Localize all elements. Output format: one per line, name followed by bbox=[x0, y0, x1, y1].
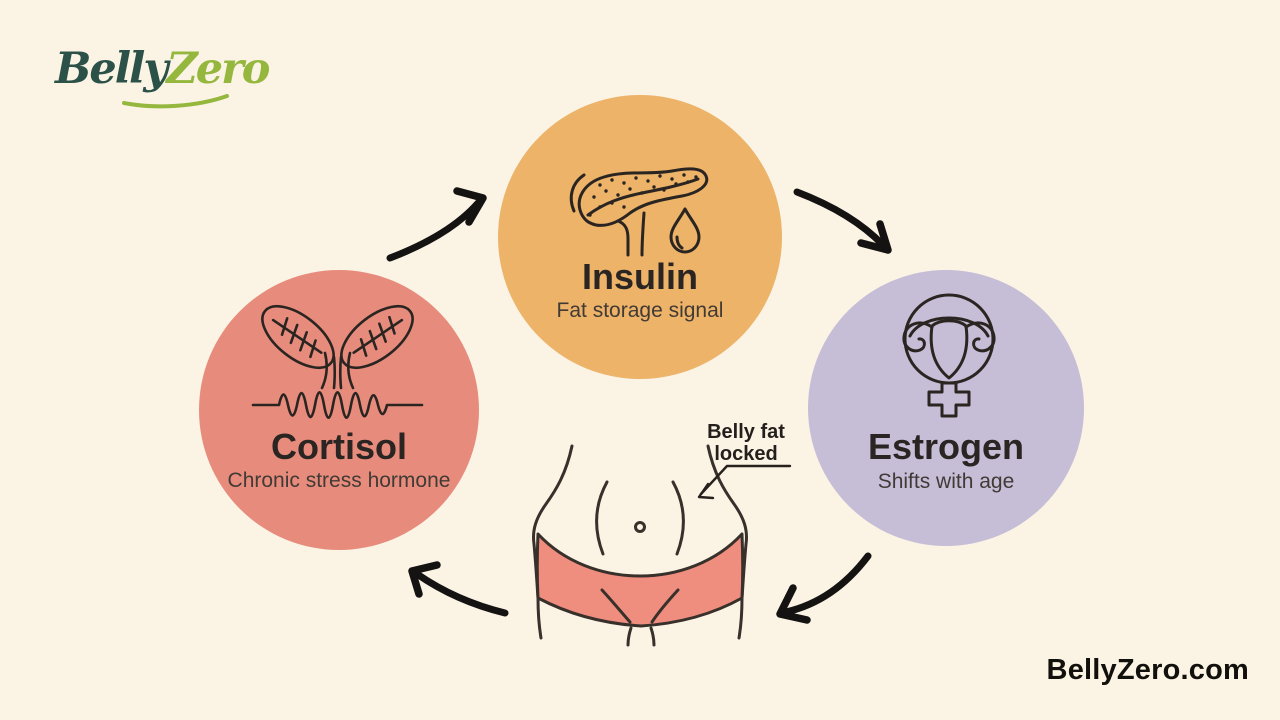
node-estrogen-subtitle: Shifts with age bbox=[877, 470, 1015, 493]
callout-line-1: Belly fat bbox=[707, 421, 785, 443]
callout-line-2: locked bbox=[714, 443, 778, 465]
lower-torso-illustration bbox=[532, 444, 748, 647]
logo-belly-text: Belly bbox=[55, 44, 168, 94]
callout-leader-line bbox=[697, 464, 792, 500]
underwear-shape bbox=[535, 532, 745, 628]
node-insulin: Insulin Fat storage signal bbox=[498, 95, 782, 379]
stress-wave bbox=[251, 390, 424, 420]
logo-zero-text: Zero bbox=[166, 44, 270, 94]
pancreas-icon bbox=[569, 167, 709, 257]
pancreas-speckles bbox=[588, 173, 698, 217]
node-cortisol: Cortisol Chronic stress hormone bbox=[199, 270, 479, 550]
arrow-estrogen-to-torso bbox=[776, 552, 872, 624]
belly-fat-callout: Belly fat locked bbox=[700, 421, 792, 465]
node-estrogen-title: Estrogen bbox=[867, 426, 1025, 467]
node-cortisol-subtitle: Chronic stress hormone bbox=[227, 469, 451, 492]
uterus-icon bbox=[902, 293, 996, 418]
arrow-insulin-to-estrogen bbox=[793, 188, 892, 254]
logo-swoosh-icon bbox=[122, 94, 229, 109]
website-url: BellyZero.com bbox=[1046, 654, 1249, 686]
node-insulin-subtitle: Fat storage signal bbox=[556, 299, 724, 322]
node-insulin-title: Insulin bbox=[582, 256, 698, 297]
node-cortisol-title: Cortisol bbox=[270, 426, 407, 467]
node-estrogen: Estrogen Shifts with age bbox=[808, 270, 1084, 546]
adrenal-glands-icon bbox=[251, 305, 424, 420]
brand-logo: BellyZero bbox=[55, 44, 275, 114]
arrow-torso-to-cortisol bbox=[408, 561, 509, 617]
arrow-cortisol-to-insulin bbox=[386, 187, 487, 262]
